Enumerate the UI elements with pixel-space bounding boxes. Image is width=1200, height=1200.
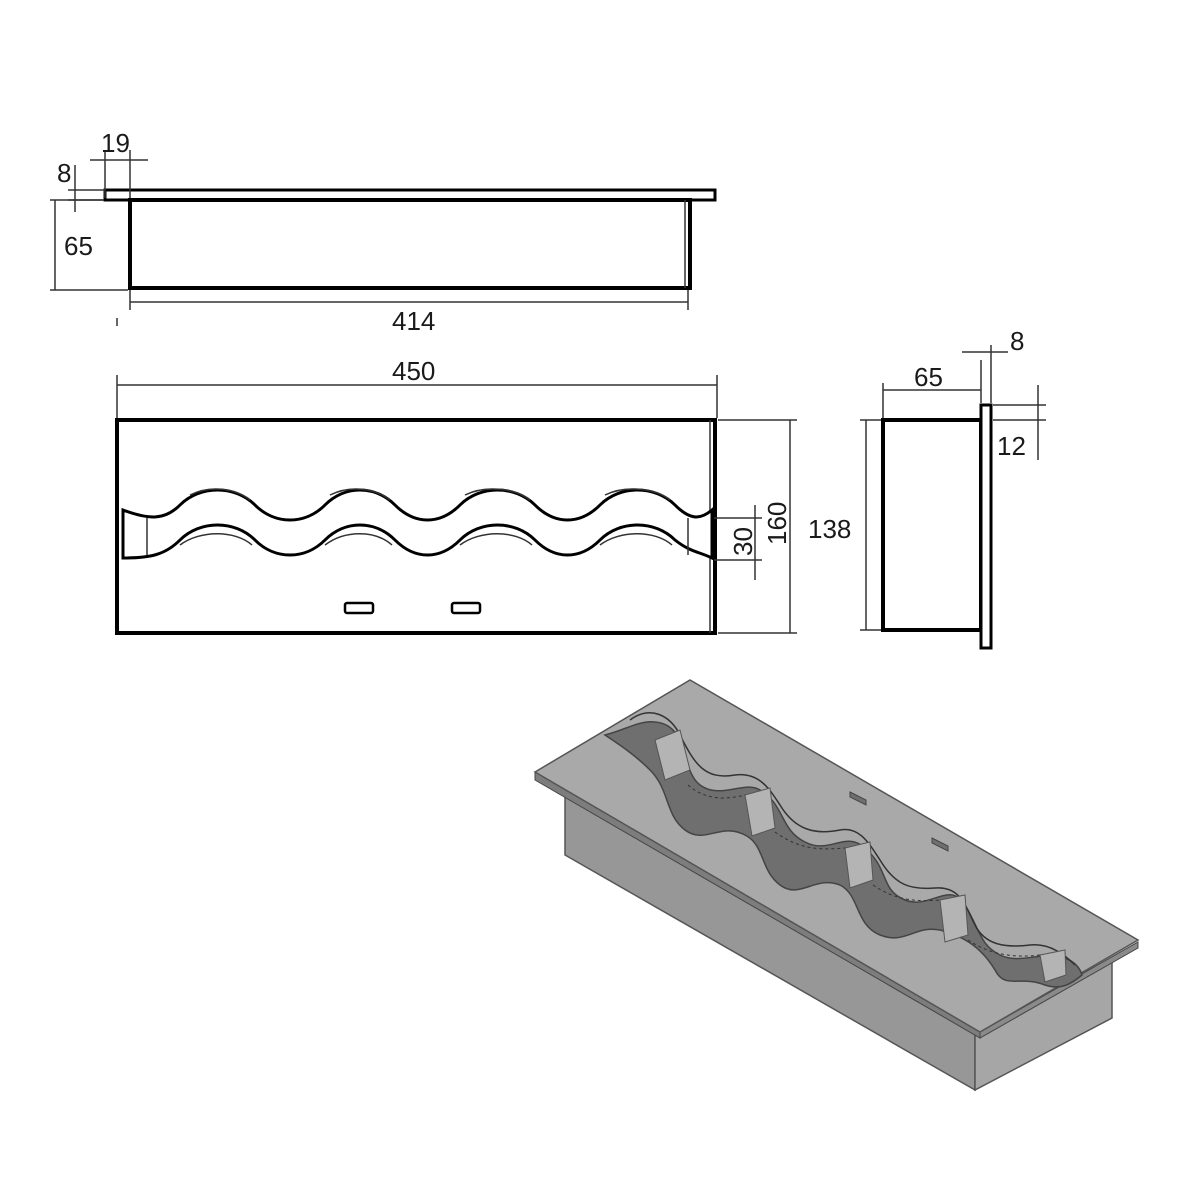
front-view: 450 160 30 bbox=[115, 356, 797, 635]
dim-8-side-label: 8 bbox=[1010, 326, 1024, 356]
top-view: 19 8 65 414 bbox=[50, 128, 717, 336]
dim-12-label: 12 bbox=[997, 431, 1026, 461]
dim-30: 30 bbox=[714, 505, 762, 580]
vent-slot-left bbox=[343, 601, 375, 615]
vent-slot-right bbox=[450, 601, 482, 615]
dim-138-label: 138 bbox=[808, 514, 851, 544]
dim-65-top-label: 65 bbox=[64, 231, 93, 261]
dim-19-label: 19 bbox=[101, 128, 130, 158]
dim-19: 19 bbox=[90, 128, 148, 198]
dim-8-top-label: 8 bbox=[57, 158, 71, 188]
side-view-plate bbox=[979, 403, 993, 650]
dim-65-side: 65 bbox=[882, 360, 982, 418]
dim-414-label: 414 bbox=[392, 306, 435, 336]
top-view-body bbox=[128, 198, 692, 290]
iso-vent-slot-2 bbox=[931, 837, 949, 852]
isometric-view bbox=[533, 679, 1140, 1092]
dim-160-label: 160 bbox=[762, 502, 792, 545]
dim-8-side: 8 bbox=[962, 326, 1024, 403]
dim-8-top: 8 bbox=[57, 158, 104, 212]
dim-414: 414 bbox=[129, 290, 689, 336]
iso-plate-edge-side bbox=[979, 941, 1139, 1039]
front-view-wavy-slot bbox=[121, 488, 714, 561]
dim-450: 450 bbox=[116, 356, 718, 418]
dim-450-label: 450 bbox=[392, 356, 435, 386]
side-view-body bbox=[881, 418, 983, 632]
dim-65-side-label: 65 bbox=[914, 362, 943, 392]
iso-vent-slot-1 bbox=[849, 791, 867, 806]
dim-160: 160 bbox=[718, 419, 797, 634]
dim-65-top: 65 bbox=[50, 199, 128, 291]
dim-12: 12 bbox=[993, 385, 1046, 461]
dim-30-label: 30 bbox=[728, 527, 758, 556]
dim-138: 138 bbox=[808, 419, 881, 631]
side-view: 65 8 12 138 bbox=[808, 326, 1046, 650]
